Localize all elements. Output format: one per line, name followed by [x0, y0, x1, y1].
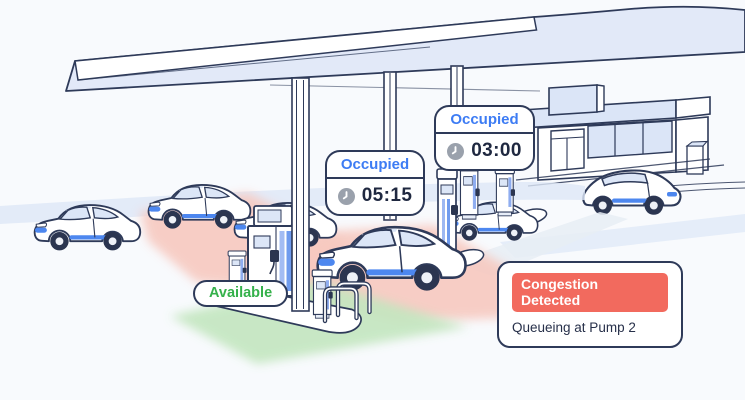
canopy-column-main [291, 77, 310, 312]
alert-title: Congestion Detected [512, 273, 668, 312]
fuel-pump-front [311, 269, 334, 319]
store-door [550, 128, 585, 172]
pump-wait-time: 03:00 [471, 140, 522, 161]
pump-wait-time: 05:15 [361, 185, 413, 206]
fuel-pump-b3 [494, 166, 516, 217]
pump-available-badge: Available [193, 280, 289, 307]
alert-detail: Queueing at Pump 2 [512, 320, 636, 335]
pump-status-badge-center: Occupied 05:15 [325, 150, 425, 216]
clock-icon [337, 187, 355, 205]
fuel-pump-b2 [458, 162, 481, 220]
pump-status-label: Occupied [327, 152, 423, 179]
congestion-alert-card: Congestion Detected Queueing at Pump 2 [497, 261, 683, 348]
store-windows [587, 120, 673, 159]
pump-status-label: Occupied [436, 107, 533, 134]
back-edge-line [269, 84, 541, 92]
canopy [65, 5, 745, 92]
clock-icon [447, 142, 465, 160]
store-sign [548, 84, 605, 116]
store-building [515, 84, 745, 200]
available-label: Available [209, 285, 273, 301]
pump-status-badge-right: Occupied 03:00 [434, 105, 535, 171]
safety-rails [322, 281, 372, 324]
